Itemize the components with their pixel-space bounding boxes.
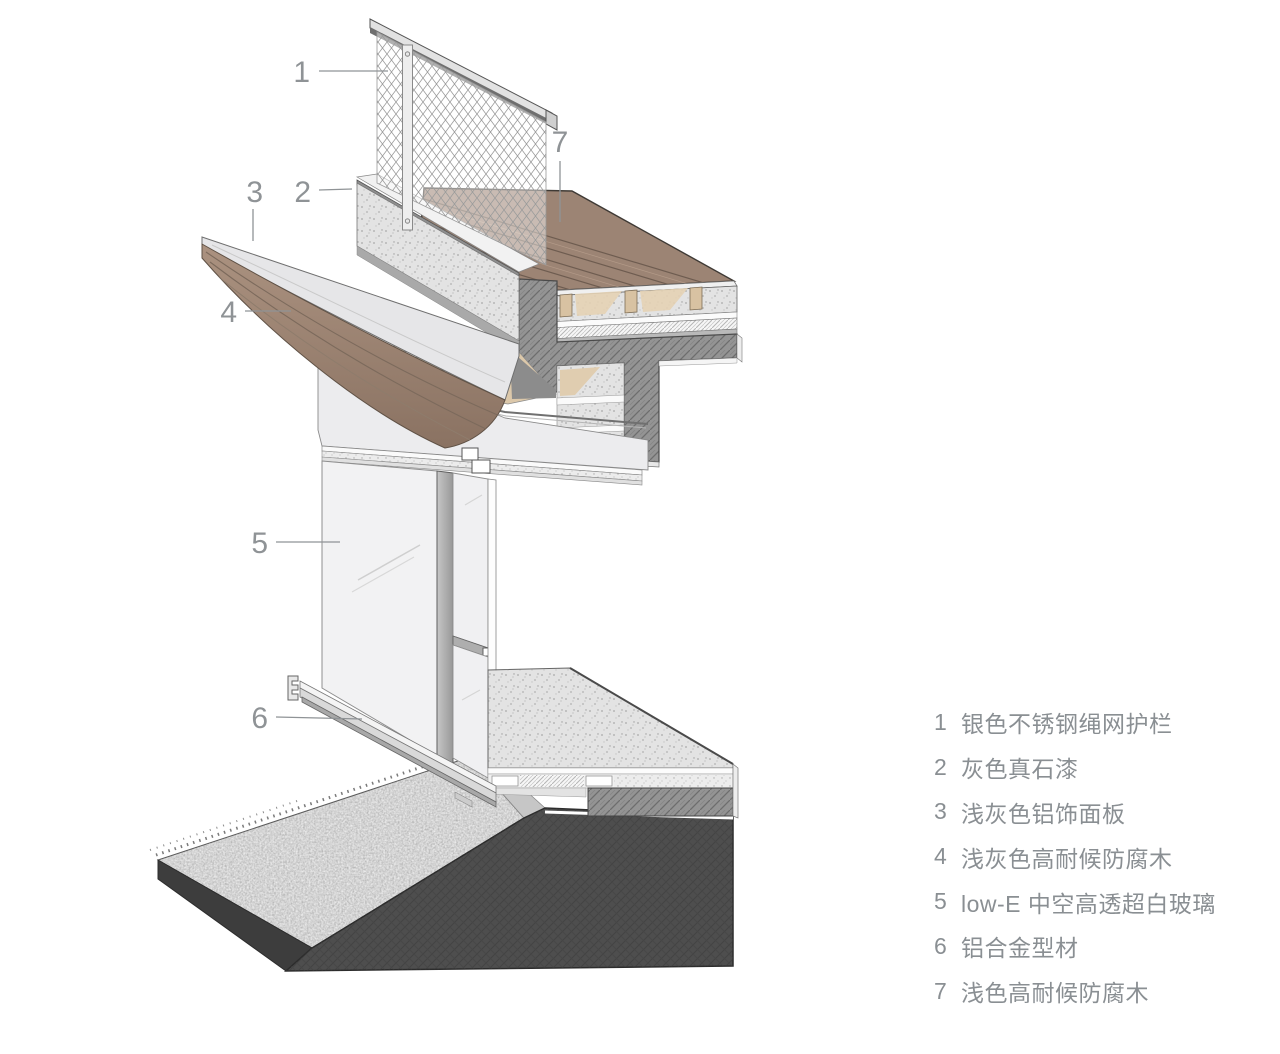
- floor-edge: [569, 667, 734, 765]
- floor-slab-cut: [587, 787, 734, 817]
- head-bracket: [471, 459, 491, 474]
- deck-plank-cut: [575, 291, 622, 316]
- legend-item-label: 浅灰色高耐候防腐木: [961, 845, 1173, 872]
- legend-item-number: 7: [934, 977, 947, 1004]
- legend-item-label: 银色不锈钢绳网护栏: [961, 711, 1173, 738]
- legend-item-number: 2: [934, 753, 947, 780]
- floor-screed-surface: [487, 667, 734, 769]
- wood-grain: [205, 251, 501, 441]
- glass-reflection: [461, 689, 481, 701]
- material-legend: 1 银色不锈钢绳网护栏 2 灰色真石漆 3 浅灰色铝饰面板 4 浅灰色高耐候防腐…: [934, 700, 1216, 1014]
- glass-reflection: [464, 494, 483, 506]
- callout-number-2: 2: [294, 176, 311, 209]
- soffit-face: [317, 339, 649, 471]
- legend-item-number: 4: [934, 843, 947, 870]
- legend-item-label: 浅灰色铝饰面板: [961, 800, 1126, 827]
- legend-row: 7 浅色高耐候防腐木: [934, 969, 1216, 1014]
- infill-strip: [556, 394, 625, 406]
- post-screw: [404, 51, 411, 57]
- wood-fascia: [201, 243, 506, 449]
- railing: [369, 18, 558, 266]
- legend-row: 5 low-E 中空高透超白玻璃: [934, 879, 1216, 924]
- floor-edge-cap: [732, 763, 739, 819]
- legend-item-label: 铝合金型材: [961, 935, 1079, 962]
- sill-bracket: [454, 791, 473, 808]
- side-glass-lower: [452, 644, 489, 779]
- legend-row: 1 银色不锈钢绳网护栏: [934, 700, 1216, 745]
- legend-row: 6 铝合金型材: [934, 924, 1216, 969]
- panel-seam: [211, 244, 506, 383]
- deck-joist: [624, 289, 638, 314]
- floor-infill: [614, 775, 731, 787]
- sill-end-cap: [287, 675, 299, 701]
- floor-membrane: [487, 767, 734, 775]
- callout-number-5: 5: [251, 527, 268, 560]
- post-screw: [404, 218, 411, 224]
- floor-insulation: [520, 775, 584, 787]
- callout-number-4: 4: [220, 296, 237, 329]
- legend-item-number: 3: [934, 798, 947, 825]
- legend-item-label: low-E 中空高透超白玻璃: [961, 890, 1216, 917]
- callout-leader-6: [275, 716, 363, 720]
- callout-number-1: 1: [293, 56, 310, 89]
- legend-item-number: 5: [934, 888, 947, 915]
- floor-blocking: [585, 775, 613, 787]
- deck-joist: [689, 286, 703, 311]
- interior-floor: [487, 667, 739, 819]
- callout-leader-2: [318, 188, 353, 191]
- ceiling-shadow: [510, 350, 556, 399]
- glass-reflection: [351, 556, 415, 593]
- legend-item-label: 浅色高耐候防腐木: [961, 980, 1149, 1007]
- deck-plank-cut: [640, 288, 688, 312]
- legend-row: 2 灰色真石漆: [934, 745, 1216, 790]
- side-glass-upper: [452, 472, 489, 649]
- canopy-blade: [201, 236, 520, 449]
- head-bracket: [461, 447, 479, 461]
- sill-lip: [301, 696, 497, 808]
- corner-mullion: [436, 470, 454, 765]
- legend-item-number: 6: [934, 932, 947, 959]
- legend-row: 4 浅灰色高耐候防腐木: [934, 834, 1216, 879]
- rail-end-cap: [545, 109, 558, 131]
- callout-number-6: 6: [251, 702, 268, 735]
- grass-surface: [158, 757, 524, 948]
- callout-number-3: 3: [246, 176, 263, 209]
- rope-mesh-panel: [376, 31, 547, 266]
- rail-post: [402, 44, 413, 231]
- deck-joist: [559, 293, 573, 318]
- slab-edge-cap: [736, 333, 743, 363]
- callout-number-7: 7: [552, 126, 569, 159]
- legend-item-label: 灰色真石漆: [961, 756, 1079, 783]
- legend-item-number: 1: [934, 708, 947, 735]
- floor-blocking: [491, 775, 519, 787]
- legend-row: 3 浅灰色铝饰面板: [934, 790, 1216, 835]
- slab-soffit-strip: [658, 357, 738, 367]
- glass-reflection: [357, 544, 421, 581]
- infill-wood-wedge: [560, 367, 600, 396]
- sill-assembly: [287, 675, 497, 808]
- curtain-wall: [321, 460, 497, 783]
- ground: [149, 751, 734, 972]
